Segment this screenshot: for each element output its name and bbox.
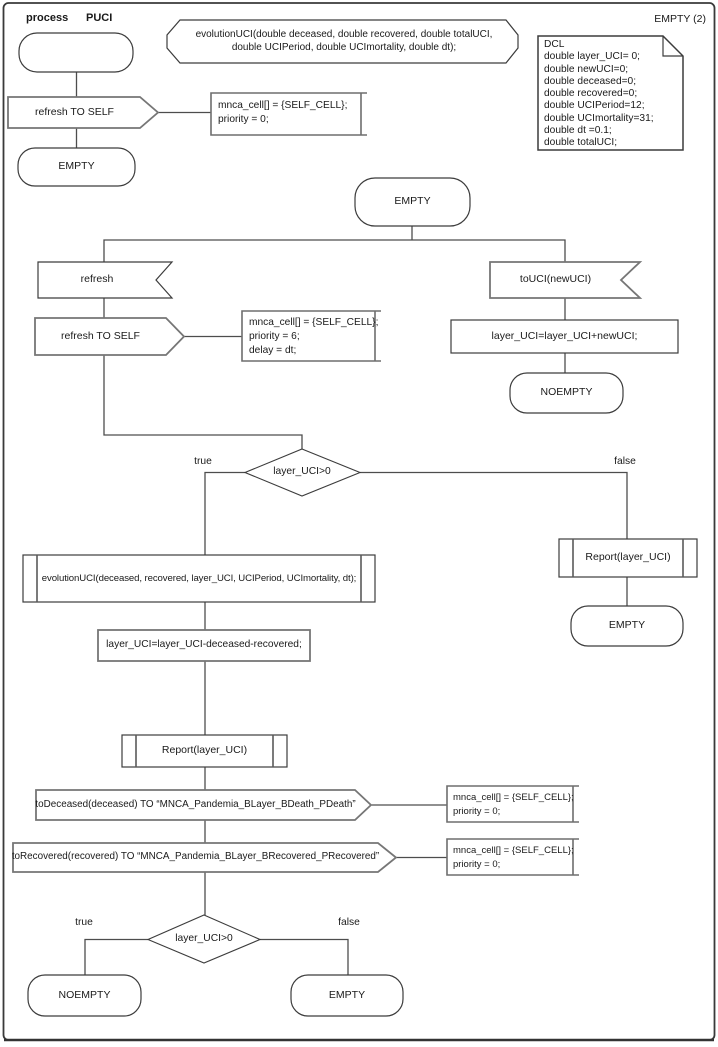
- decision-layer-uci-1-shape: [243, 448, 362, 497]
- decision-2-false-label: false: [338, 916, 360, 928]
- comment-todeceased-shape: [446, 785, 579, 823]
- connector: [84, 938, 148, 975]
- state-empty-main-label: EMPTY: [394, 195, 431, 208]
- comment-line: priority = 6;: [249, 331, 300, 342]
- output-refresh-self-shape: [34, 317, 186, 356]
- connector: [360, 471, 628, 539]
- output-torecovered-label: toRecovered(recovered) TO “MNCA_Pandemia…: [11, 851, 380, 863]
- state-empty-main-shape: [354, 177, 471, 227]
- comment-refresh: mnca_cell[] = {SELF_CELL}; priority = 6;…: [249, 316, 379, 358]
- task-subtract-label: layer_UCI=layer_UCI-deceased-recovered;: [106, 639, 302, 651]
- dcl-line: double deceased=0;: [544, 75, 637, 87]
- comment-torecovered: mnca_cell[] = {SELF_CELL}; priority = 0;: [453, 844, 575, 872]
- state-empty-init-label: EMPTY: [58, 160, 95, 173]
- dcl-note-fold-icon: [662, 36, 683, 57]
- proc-report-right-label: Report(layer_UCI): [585, 551, 671, 564]
- comment-init-shape: [210, 92, 367, 136]
- proc-report-left-shape: [121, 734, 288, 768]
- procedure-declaration-line: evolutionUCI(double deceased, double rec…: [195, 29, 493, 40]
- state-empty-bottom-label: EMPTY: [328, 988, 366, 1001]
- output-refresh-init-label: refresh TO SELF: [35, 105, 114, 118]
- dcl-line: DCL: [544, 39, 565, 50]
- comment-line: mnca_cell[] = {SELF_CELL};: [453, 845, 574, 856]
- input-refresh-label: refresh: [80, 273, 114, 286]
- task-subtract-shape: [97, 629, 311, 662]
- output-todeceased-label: toDeceased(deceased) TO “MNCA_Pandemia_B…: [35, 798, 356, 810]
- comment-line: mnca_cell[] = {SELF_CELL};: [249, 317, 379, 328]
- comment-line: priority = 0;: [453, 806, 501, 817]
- comment-refresh-shape: [241, 310, 381, 362]
- decision-2-true-label: true: [75, 916, 93, 928]
- comment-line: mnca_cell[] = {SELF_CELL};: [453, 792, 574, 803]
- comment-todeceased: mnca_cell[] = {SELF_CELL}; priority = 0;: [453, 791, 575, 819]
- output-refresh-self-label: refresh TO SELF: [61, 329, 140, 342]
- task-add-newuci-label: layer_UCI=layer_UCI+newUCI;: [491, 329, 638, 342]
- input-touci-shape: [489, 261, 643, 299]
- state-empty-right-shape: [570, 605, 684, 647]
- procedure-declaration: evolutionUCI(double deceased, double rec…: [175, 21, 513, 62]
- comment-line: priority = 0;: [218, 114, 269, 125]
- dcl-line: double dt =0.1;: [544, 125, 612, 137]
- comment-line: mnca_cell[] = {SELF_CELL};: [218, 100, 348, 111]
- procedure-declaration-line: double UCIPeriod, double UCImortality, d…: [231, 41, 457, 53]
- state-noempty-bottom-shape: [27, 974, 142, 1017]
- input-touci-label: toUCI(newUCI): [519, 273, 592, 286]
- dcl-note-shape: [537, 35, 684, 151]
- state-empty-right-label: EMPTY: [608, 619, 646, 632]
- dcl-line: double UCIPeriod=12;: [544, 100, 645, 112]
- decision-layer-uci-2-shape: [146, 914, 262, 964]
- process-keyword: process: [26, 11, 69, 24]
- state-empty-bottom-shape: [290, 974, 404, 1017]
- dcl-line: double recovered=0;: [544, 88, 638, 100]
- output-todeceased-shape: [35, 789, 373, 821]
- comment-torecovered-shape: [446, 838, 579, 876]
- comment-line: priority = 0;: [453, 859, 501, 870]
- task-add-newuci-shape: [450, 319, 679, 354]
- output-torecovered-shape: [12, 842, 398, 873]
- input-refresh-shape: [37, 261, 174, 299]
- output-refresh-init-shape: [7, 96, 160, 129]
- state-noempty-right-shape: [509, 372, 624, 414]
- state-empty-init-shape: [17, 147, 136, 187]
- proc-evolutionuci-label: evolutionUCI(deceased, recovered, layer_…: [41, 572, 357, 584]
- connector: [103, 355, 303, 449]
- proc-report-right-shape: [558, 538, 698, 578]
- decision-1-true-label: true: [194, 455, 212, 467]
- process-name: PUCI: [86, 11, 113, 24]
- comment-init: mnca_cell[] = {SELF_CELL}; priority = 0;: [218, 99, 360, 127]
- proc-report-left-label: Report(layer_UCI): [161, 744, 248, 757]
- decision-1-false-label: false: [614, 455, 636, 467]
- procedure-declaration-shape: [166, 19, 519, 64]
- connector: [204, 471, 245, 556]
- start-state-shape: [18, 32, 134, 73]
- decision-layer-uci-1-label: layer_UCI>0: [273, 466, 331, 478]
- proc-evolutionuci-shape: [22, 554, 376, 603]
- dcl-line: double layer_UCI= 0;: [544, 51, 640, 63]
- connector: [103, 239, 566, 262]
- comment-line: delay = dt;: [249, 345, 297, 356]
- connector: [260, 938, 349, 975]
- dcl-line: double newUCI=0;: [544, 63, 629, 75]
- page-state-label: EMPTY (2): [654, 12, 706, 25]
- state-noempty-bottom-label: NOEMPTY: [58, 988, 111, 1001]
- dcl-line: double totalUCI;: [544, 137, 618, 149]
- decision-layer-uci-2-label: layer_UCI>0: [175, 932, 233, 944]
- dcl-line: double UCImortality=31;: [544, 112, 654, 124]
- dcl-note: DCL double layer_UCI= 0; double newUCI=0…: [544, 39, 679, 150]
- connector-group: [75, 71, 628, 975]
- state-noempty-right-label: NOEMPTY: [540, 386, 593, 399]
